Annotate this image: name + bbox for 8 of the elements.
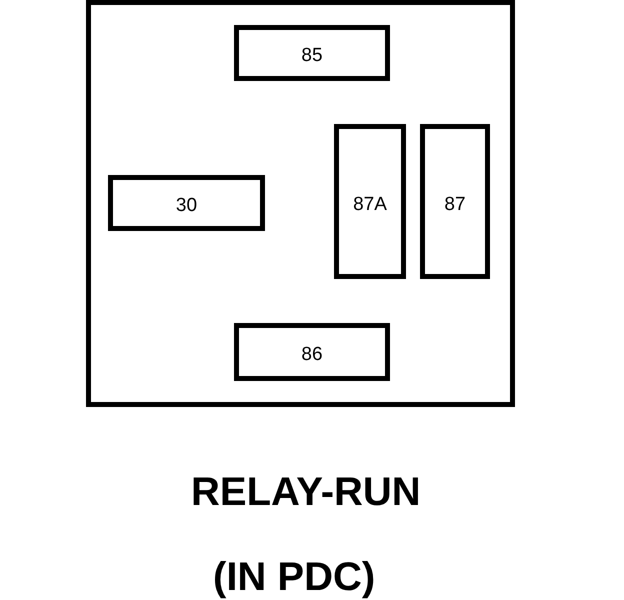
terminal-slot: 30 <box>108 175 265 231</box>
subtitle: (IN PDC) <box>213 555 376 600</box>
caption: RELAY-RUN <box>191 470 421 515</box>
terminal-slot: 85 <box>234 25 390 81</box>
terminal-slot: 86 <box>234 323 390 381</box>
relay-outline <box>86 0 515 407</box>
terminal-slot: 87 <box>420 124 490 279</box>
terminal-slot: 87A <box>334 124 406 279</box>
